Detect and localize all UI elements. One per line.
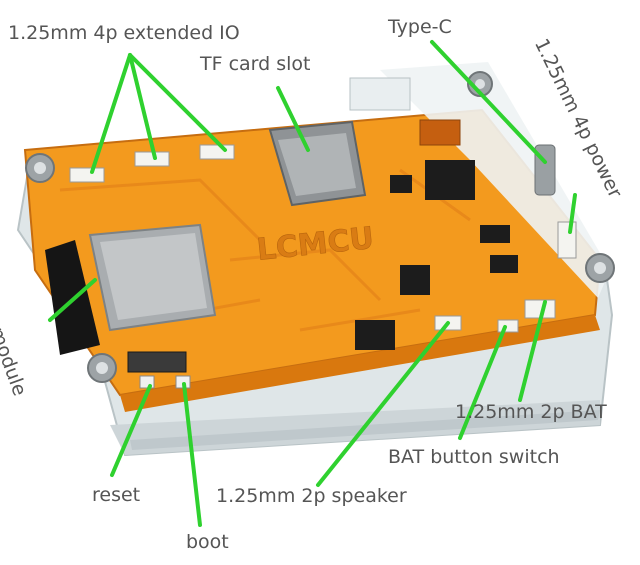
leader-io-3 <box>128 53 227 152</box>
label-tf-card-slot: TF card slot <box>200 53 311 75</box>
leader-power <box>568 193 577 234</box>
ic-chips <box>355 119 518 350</box>
leader-bat <box>518 300 547 402</box>
leader-io-1 <box>90 53 132 174</box>
leader-speaker <box>316 321 450 487</box>
leader-typec <box>430 40 547 164</box>
label-extended-io: 1.25mm 4p extended IO <box>8 22 240 44</box>
label-boot: boot <box>186 531 229 553</box>
standoff-screws <box>25 71 615 383</box>
label-type-c: Type-C <box>388 16 452 38</box>
leader-reset <box>110 384 152 477</box>
leader-tf <box>276 86 310 152</box>
leader-boot <box>182 382 202 527</box>
tf-card-slot <box>268 120 367 207</box>
buttons <box>127 351 191 389</box>
label-bat-switch: BAT button switch <box>388 446 560 468</box>
label-speaker: 1.25mm 2p speaker <box>216 485 407 507</box>
power-connector <box>557 221 577 259</box>
label-reset: reset <box>92 484 141 506</box>
label-bat: 1.25mm 2p BAT <box>455 401 607 423</box>
leader-bat-switch <box>458 325 507 440</box>
leader-io-2 <box>128 53 157 160</box>
leader-esp32 <box>48 278 97 322</box>
leader-lines <box>48 40 577 527</box>
